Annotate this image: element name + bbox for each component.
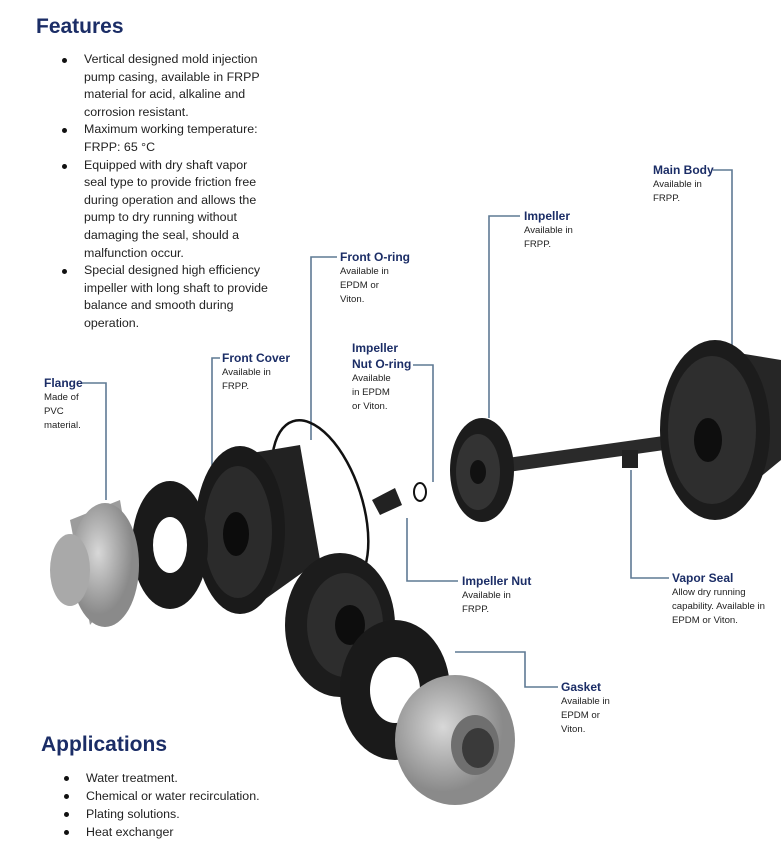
part-desc: Allow dry running capability. Available … <box>672 587 765 626</box>
feature-item: Equipped with dry shaft vapor seal type … <box>62 157 267 263</box>
part-name: Front Cover <box>222 351 291 365</box>
impeller-part <box>450 418 514 522</box>
part-desc: Available in FRPP. <box>653 179 702 204</box>
leader-front-cover <box>211 357 220 465</box>
part-desc: Available in FRPP. <box>524 225 573 250</box>
leader-flange <box>81 382 107 500</box>
rear-flange-part <box>395 675 515 805</box>
feature-item: Vertical designed mold injection pump ca… <box>62 51 267 121</box>
main-body-part <box>499 340 781 520</box>
leader-impeller <box>488 215 520 418</box>
applications-list: Water treatment. Chemical or water recir… <box>64 769 324 841</box>
part-desc: Made of PVC material. <box>44 392 81 431</box>
leader-vapor-seal <box>630 470 669 579</box>
part-name: Impeller <box>524 209 571 223</box>
part-name: Impeller Nut <box>462 574 532 588</box>
flange-gasket-part <box>132 481 208 609</box>
leader-lines <box>81 169 733 688</box>
front-cover-part <box>195 445 320 614</box>
leader-front-oring <box>310 256 337 440</box>
features-list: Vertical designed mold injection pump ca… <box>62 51 269 333</box>
part-name: Front O-ring <box>340 250 410 264</box>
part-desc: Available in EPDM or Viton. <box>561 696 610 735</box>
vapor-seal-part <box>622 450 638 468</box>
application-item: Water treatment. <box>64 769 324 787</box>
part-name: Main Body <box>653 163 714 177</box>
part-name: Flange <box>44 376 83 390</box>
application-item: Heat exchanger <box>64 823 324 841</box>
leader-gasket <box>455 651 558 688</box>
nut-oring-part <box>413 482 427 502</box>
impeller-nut-part <box>372 488 402 515</box>
feature-item: Special designed high efficiency impelle… <box>62 262 269 332</box>
application-item: Plating solutions. <box>64 805 324 823</box>
leader-main-body <box>713 169 733 345</box>
part-name: Vapor Seal <box>672 571 734 585</box>
feature-item: Maximum working temperature: FRPP: 65 °C <box>62 121 264 156</box>
part-desc: Available in FRPP. <box>222 367 271 392</box>
part-desc: Available in FRPP. <box>462 590 511 615</box>
leader-impeller-nut <box>406 518 458 582</box>
part-desc: Available in EPDM or Viton. <box>352 373 391 412</box>
part-name: Gasket <box>561 680 602 694</box>
part-desc: Available in EPDM or Viton. <box>340 266 389 305</box>
applications-heading: Applications <box>41 733 168 756</box>
leader-nut-oring <box>413 364 434 482</box>
features-heading: Features <box>36 15 124 38</box>
application-item: Chemical or water recirculation. <box>64 787 324 805</box>
part-name: Impeller Nut O-ring <box>352 341 412 371</box>
flange-part <box>50 500 139 627</box>
